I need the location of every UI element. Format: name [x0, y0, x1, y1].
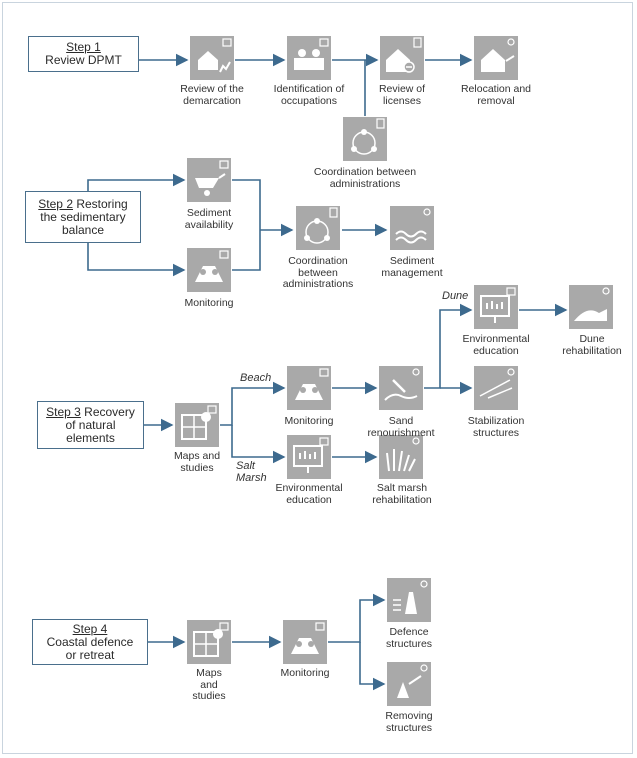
arrow-maps-beach — [220, 381, 286, 426]
house-chart-icon — [198, 38, 232, 73]
presentation-board-icon — [293, 437, 329, 473]
groyne-icon — [479, 368, 515, 399]
env-edu-dune-tile — [474, 285, 518, 329]
coordination-circle-icon — [304, 207, 338, 244]
coord1-tile — [343, 117, 387, 161]
step2-text-line3: balance — [61, 222, 105, 237]
review-demarcation-tile — [190, 36, 234, 80]
step3-box: Step 3 Recovery of natural elements — [37, 401, 144, 449]
step4-text-line3: or retreat — [65, 647, 115, 662]
step3-number: Step 3 — [46, 404, 81, 419]
step3-text-line3: elements — [66, 430, 115, 445]
monitoring4-tile — [283, 620, 327, 664]
step1-box: Step 1 Review DPMT — [28, 36, 139, 72]
line-sediment-merge — [232, 179, 261, 271]
wheelbarrow-icon — [195, 160, 229, 196]
monitoring2-tile — [187, 248, 231, 292]
binoculars-icon — [195, 250, 229, 282]
monitoring2-label: Monitoring — [184, 297, 234, 309]
binoculars-icon — [295, 368, 329, 400]
coordination-circle-icon — [351, 118, 385, 155]
arrow-s2-monitoring — [87, 243, 186, 277]
occupations-icon — [294, 38, 329, 70]
step3-text-line1: Recovery — [80, 404, 135, 419]
defence-tile — [387, 578, 431, 622]
branch-dune-label: Dune — [442, 290, 469, 302]
coord2-tile — [296, 206, 340, 250]
step4-text-line2: Coastal defence — [46, 634, 134, 649]
step2-text-line2: the sedimentary — [40, 209, 126, 224]
step4-number: Step 4 — [72, 621, 108, 636]
step2-number: Step 2 — [38, 196, 73, 211]
maps3-tile — [175, 403, 219, 447]
step2-box: Step 2 Restoring the sedimentary balance — [25, 191, 141, 243]
env-edu-salt-tile — [287, 435, 331, 479]
monitoring4-label: Monitoring — [280, 667, 330, 679]
step3-text-line2: of natural — [65, 417, 116, 432]
monitoring3-tile — [287, 366, 331, 410]
step2-text-line1: Restoring — [73, 196, 128, 211]
sediment-availability-tile — [187, 158, 231, 202]
arrow-monitoring4-removing — [359, 642, 386, 691]
review-licenses-tile — [380, 36, 424, 80]
house-license-icon — [386, 37, 422, 73]
step4-box: Step 4 Coastal defence or retreat — [32, 619, 148, 665]
map-pin-icon — [181, 405, 217, 440]
house-relocate-icon — [481, 38, 515, 72]
binoculars-icon — [291, 622, 325, 654]
step1-text: Review DPMT — [45, 53, 122, 67]
waves-icon — [395, 208, 431, 244]
dune-icon — [574, 287, 610, 321]
dune-rehab-tile — [569, 285, 613, 329]
branch-beach-label: Beach — [240, 372, 272, 384]
sediment-management-tile — [390, 206, 434, 250]
arrow-s2-sediment — [87, 173, 186, 194]
map-pin-icon — [193, 622, 229, 657]
arrow-monitoring4-defence — [328, 593, 386, 643]
relocation-tile — [474, 36, 518, 80]
step1-number: Step 1 — [66, 40, 101, 54]
seawall-icon — [393, 580, 428, 614]
removing-tile — [387, 662, 431, 706]
stabilization-tile — [474, 366, 518, 410]
sand-pipe-icon — [384, 368, 420, 401]
maps4-tile — [187, 620, 231, 664]
arrow-sand-dune — [424, 303, 473, 389]
arrow-maps-salt — [231, 425, 286, 464]
salt-marsh-tile — [379, 435, 423, 479]
presentation-board-icon — [480, 287, 516, 323]
monitoring3-label: Monitoring — [284, 415, 334, 427]
marsh-grass-icon — [386, 437, 420, 472]
identification-tile — [287, 36, 331, 80]
sand-renourishment-tile — [379, 366, 423, 410]
removal-icon — [397, 664, 428, 698]
